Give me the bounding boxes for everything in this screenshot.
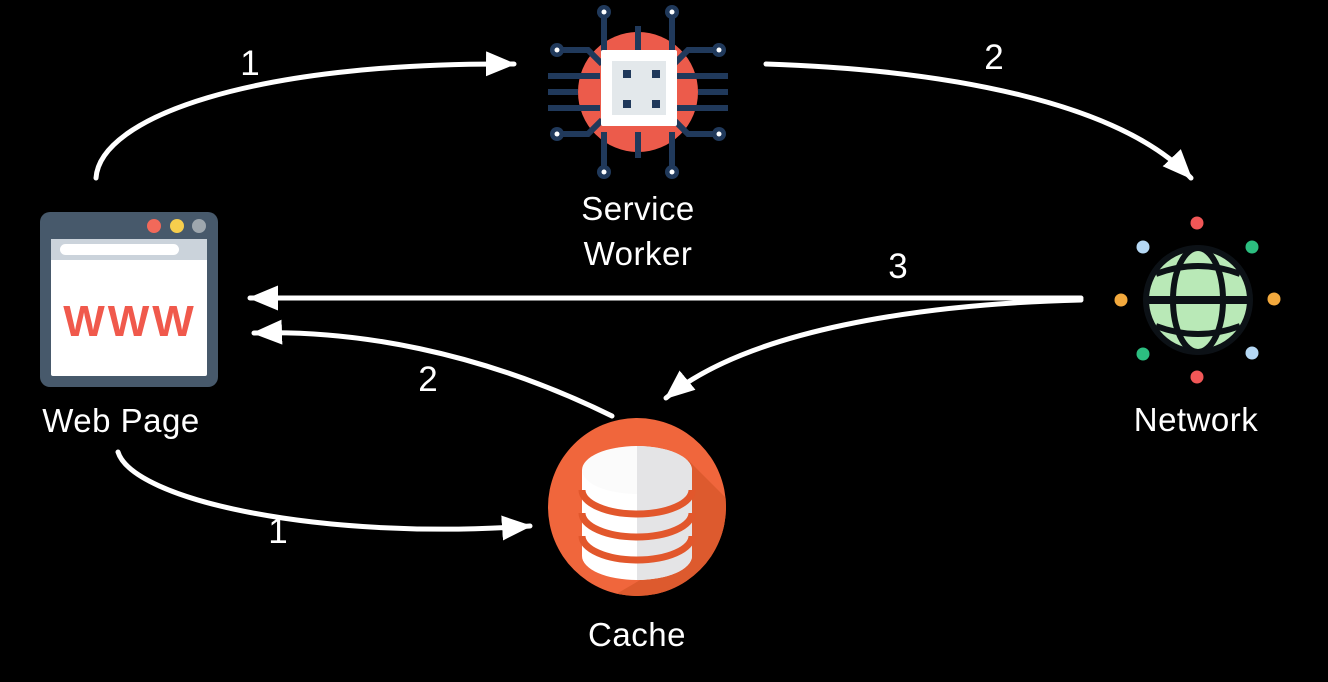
step-label-web-page-to-cache: 1 [268,512,288,551]
chip-pins [623,70,660,108]
chip-traces [548,16,728,168]
arrow-web-page-to-cache [115,449,533,541]
cache-label: Cache [588,616,686,653]
browser-dot-gray-icon [192,219,206,233]
globe-grid [1148,245,1248,355]
database-cylinder [578,446,696,580]
step-label-cache-to-web-page: 2 [418,360,438,399]
database-disk-gaps [578,489,696,564]
arrow-web-page-to-service-worker [93,51,517,181]
arrow-service-worker-to-network [763,61,1194,181]
web-page-icon: WWW [40,212,218,387]
arrow-network-to-cache [663,297,1084,401]
chip-trace-nodes [550,5,726,179]
network-dots [1114,216,1281,384]
browser-dot-red-icon [147,219,161,233]
cache-icon [548,418,726,596]
web-page-label: Web Page [42,402,200,439]
network-icon [1114,216,1281,384]
step-label-service-worker-to-network: 2 [984,38,1004,77]
browser-url-pill [60,244,179,255]
service-worker-icon [548,5,728,179]
browser-content-area [51,239,207,376]
step-label-web-page-to-service-worker: 1 [240,44,260,83]
browser-www-text: WWW [63,297,197,346]
browser-dot-yellow-icon [170,219,184,233]
cache-shadow [606,460,726,596]
step-label-network-to-web-page: 3 [888,247,908,286]
arrow-cache-to-web-page [251,319,615,419]
network-label: Network [1133,401,1259,438]
service-worker-label: Service Worker [581,190,695,272]
